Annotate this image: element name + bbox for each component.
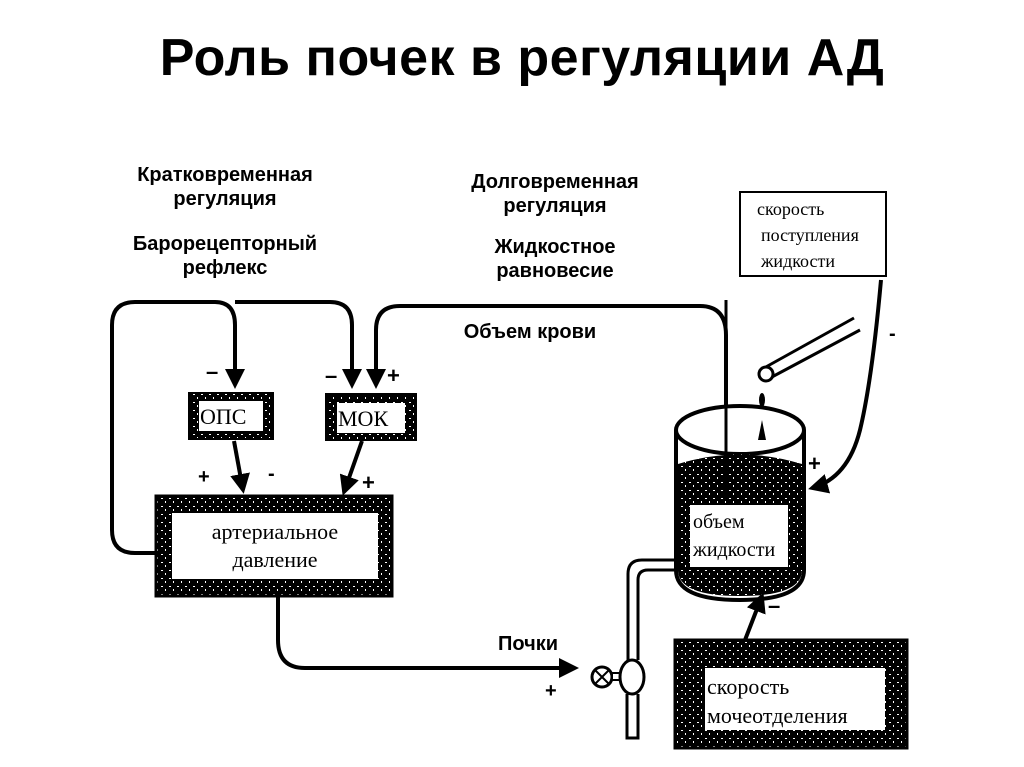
baroreflex-to-mok-line [235,300,362,389]
kidneys-label: Почки [497,633,558,655]
urine-to-tank-arrow [743,592,766,641]
inflow-tube-icon [757,316,861,440]
sign-urine-arrow: – [768,593,781,618]
fluid-intake-frame [739,191,887,277]
urine-output-box: скорость мочеотделения [707,674,848,728]
baroreflex-loop-line [110,300,245,555]
mok-box: МОК [338,406,389,431]
sign-ops-out-left: + [198,466,210,488]
short-term-label: Кратковременная регуляция [137,164,313,210]
blood-volume-label: Объем крови [463,321,597,343]
sign-kidney-arrow: + [545,680,557,702]
sign-mok-out: + [362,470,375,495]
sign-ops-out-right: - [268,463,275,485]
ops-to-pressure-arrow [230,440,250,494]
mok-to-pressure-arrow [339,440,364,496]
intake-arrow [808,279,883,494]
baroreflex-label: Барорецепторный рефлекс [132,233,318,279]
sign-mok-in-right: + [387,363,400,388]
fluid-volume-box: объем жидкости [693,511,776,561]
pressure-to-kidney-line [276,597,579,678]
sign-mok-in-left: – [325,363,338,388]
long-term-label: Долговременная регуляция [471,171,639,217]
fluid-tank-icon [674,404,806,603]
valve-body-icon [618,658,646,696]
sign-intake-arrow: + [808,451,821,476]
drain-pipe [626,558,686,660]
sign-intake-near: - [889,323,896,345]
fluid-intake-box: скорость поступления жидкости [757,199,859,271]
fluid-balance-label: Жидкостное равновесие [494,236,616,282]
ops-box: ОПС [200,404,247,429]
sign-ops-in: – [206,359,219,384]
page-title: Роль почек в регуляции АД [159,29,885,87]
arterial-pressure-box: артериальное давление [211,519,339,572]
